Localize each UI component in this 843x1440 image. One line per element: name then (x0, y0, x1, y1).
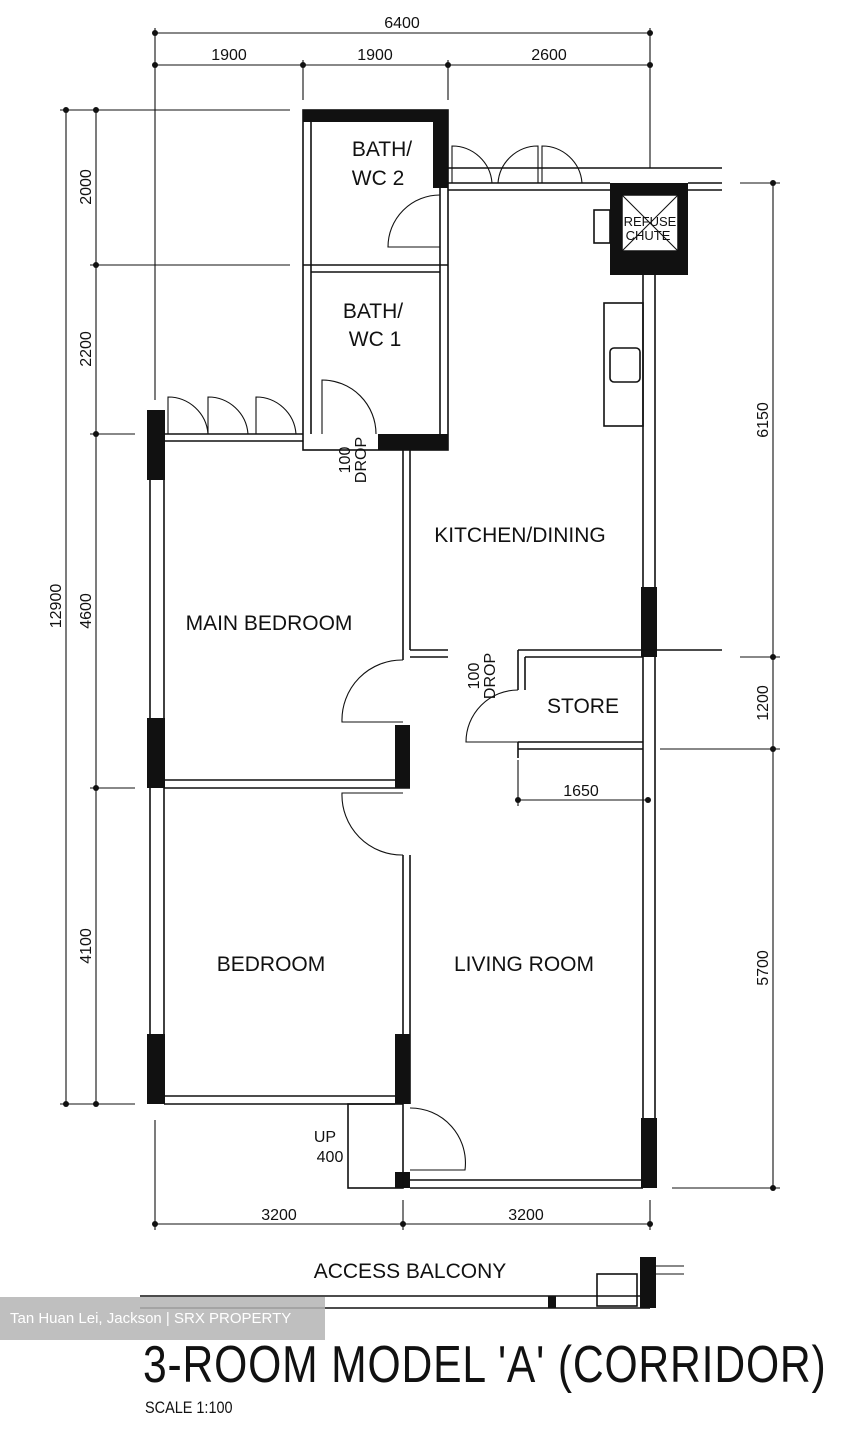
store-label: STORE (547, 695, 619, 718)
living-room-label: LIVING ROOM (454, 953, 594, 976)
dim-bottom-1: 3200 (261, 1207, 297, 1224)
dim-left-1: 2000 (78, 169, 95, 205)
dim-bottom-2: 3200 (508, 1207, 544, 1224)
refuse-chute-label-1: REFUSE (624, 214, 677, 229)
dimension-lines (60, 28, 780, 1230)
bath1-label-1: BATH/ (343, 300, 403, 323)
dim-top-total: 6400 (384, 15, 420, 32)
walls (140, 109, 722, 1309)
dim-top-3: 2600 (531, 47, 567, 64)
dim-right-2: 1200 (755, 685, 772, 721)
dimension-labels: 6400 1900 1900 2600 12900 2000 2200 4600… (48, 15, 772, 1224)
bath2-label-1: BATH/ (352, 138, 412, 161)
drop-note-2a: 100 (466, 663, 483, 690)
dim-top-1: 1900 (211, 47, 247, 64)
main-bedroom-label: MAIN BEDROOM (186, 612, 353, 635)
access-balcony-label: ACCESS BALCONY (314, 1260, 507, 1283)
bedroom-label: BEDROOM (217, 953, 326, 976)
watermark: Tan Huan Lei, Jackson | SRX PROPERTY (0, 1297, 325, 1340)
kitchen-label: KITCHEN/DINING (434, 524, 606, 547)
plan-title: 3-ROOM MODEL 'A' (CORRIDOR) (143, 1336, 827, 1394)
room-labels: BATH/ WC 2 BATH/ WC 1 KITCHEN/DINING MAI… (186, 138, 677, 1283)
dim-left-3: 4600 (78, 593, 95, 629)
plan-scale: SCALE 1:100 (145, 1398, 233, 1417)
dim-right-3: 5700 (755, 950, 772, 986)
dim-left-2: 2200 (78, 331, 95, 367)
dim-left-4: 4100 (78, 928, 95, 964)
dim-top-2: 1900 (357, 47, 393, 64)
up-note-2: 400 (317, 1149, 344, 1166)
bath1-label-2: WC 1 (349, 328, 402, 351)
dim-store-width: 1650 (563, 783, 599, 800)
dim-right-1: 6150 (755, 402, 772, 438)
up-note-1: UP (314, 1129, 336, 1146)
drop-note-1a: 100 (337, 447, 354, 474)
drop-note-1b: DROP (353, 437, 370, 483)
drop-note-2b: DROP (482, 653, 499, 699)
dim-left-total: 12900 (48, 584, 65, 629)
refuse-chute-label-2: CHUTE (626, 228, 671, 243)
bath2-label-2: WC 2 (352, 167, 405, 190)
